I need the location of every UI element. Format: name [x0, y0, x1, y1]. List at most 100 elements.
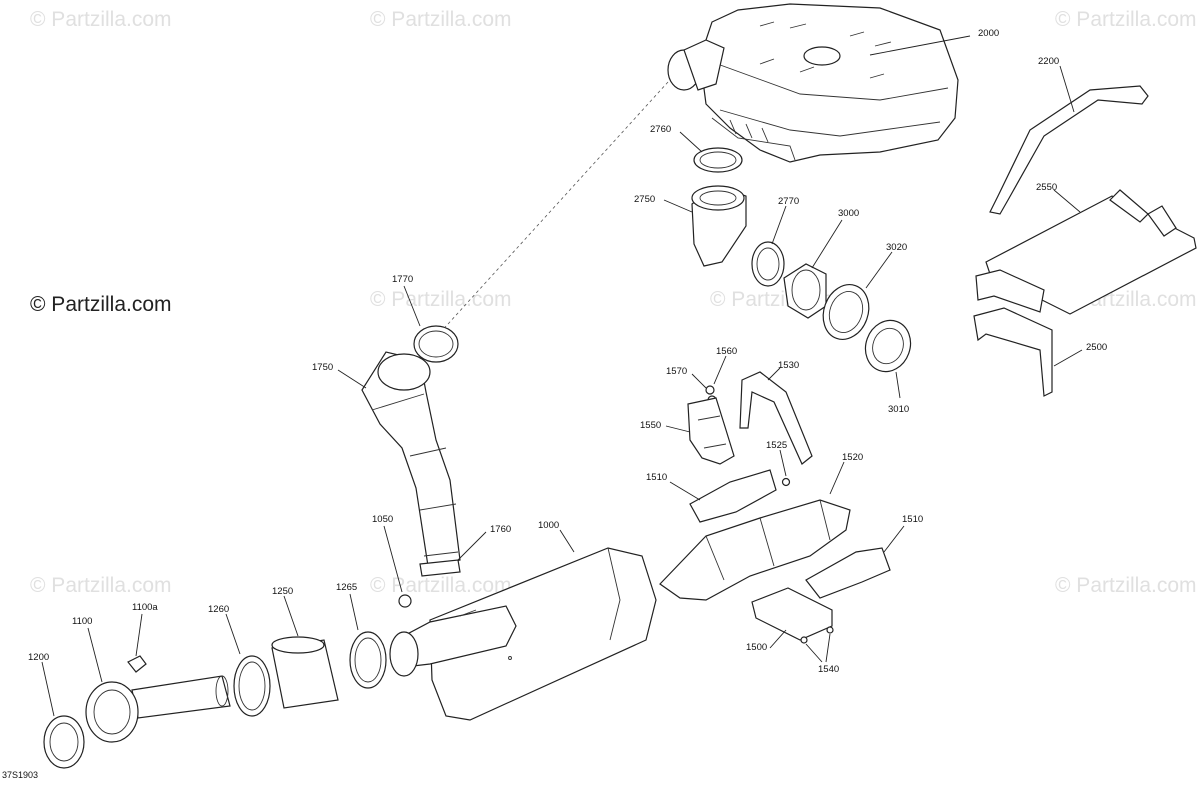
part-tube[interactable]: [131, 675, 231, 719]
part-strap-1530[interactable]: [739, 371, 813, 465]
watermark-text: © Partzilla.com: [370, 574, 512, 597]
part-gasket-3020[interactable]: [816, 278, 876, 346]
callout-1200: 1200: [28, 652, 49, 663]
leader-line: [457, 531, 487, 561]
part-clamp-1260[interactable]: [233, 655, 271, 717]
part-elbow-2750[interactable]: [691, 185, 747, 267]
callout-1000: 1000: [538, 520, 559, 531]
part-clamp-1770[interactable]: [413, 325, 459, 363]
leader-line: [805, 633, 831, 663]
callout-1750: 1750: [312, 362, 333, 373]
callout-1250: 1250: [272, 586, 293, 597]
callout-1100: 1100: [72, 616, 92, 627]
leader-line: [769, 629, 787, 649]
leader-line: [779, 449, 787, 477]
leader-line: [1059, 65, 1075, 113]
callout-1260: 1260: [208, 604, 229, 615]
part-plate-1500[interactable]: [751, 587, 833, 641]
part-air-box[interactable]: [667, 3, 959, 163]
callout-1510a: 1510: [646, 472, 667, 483]
part-bracket-1510[interactable]: [805, 547, 891, 599]
callout-1550: 1550: [640, 420, 661, 431]
leader-line: [663, 199, 693, 213]
leader-line: [811, 219, 843, 269]
leader-line: [713, 355, 727, 385]
leader-line: [865, 251, 893, 289]
part-ring-3010[interactable]: [858, 314, 917, 378]
leader-line: [883, 525, 905, 553]
callout-2200: 2200: [1038, 56, 1059, 67]
part-screw-1525[interactable]: [781, 477, 791, 487]
leader-line: [41, 661, 55, 717]
leader-line: [665, 425, 691, 433]
part-fitting-1100a[interactable]: [127, 655, 147, 673]
callout-1510b: 1510: [902, 514, 923, 525]
part-clamp-1265[interactable]: [349, 631, 387, 689]
part-sleeve-1250[interactable]: [271, 636, 339, 709]
callout-1540: 1540: [818, 664, 839, 675]
leader-line: [895, 371, 901, 399]
part-heat-shield-1520[interactable]: [659, 499, 851, 601]
callout-2760: 2760: [650, 124, 671, 135]
callout-1265: 1265: [336, 582, 357, 593]
leader-line: [383, 525, 403, 593]
watermark-text: © Partzilla.com: [30, 574, 172, 597]
callout-2500: 2500: [1086, 342, 1107, 353]
callout-3010: 3010: [888, 404, 909, 415]
watermark-text: © Partzilla.com: [1055, 8, 1197, 31]
leader-line: [691, 373, 707, 389]
callout-3020: 3020: [886, 242, 907, 253]
part-nut-1050[interactable]: [398, 594, 412, 608]
callout-1530: 1530: [778, 360, 799, 371]
part-clamp-1200[interactable]: [43, 715, 85, 769]
part-bracket-2500[interactable]: [973, 269, 1053, 397]
leader-line: [829, 461, 845, 495]
callout-1050: 1050: [372, 514, 393, 525]
callout-3000: 3000: [838, 208, 859, 219]
part-clamp-2760[interactable]: [693, 147, 743, 173]
watermark-text: © Partzilla.com: [30, 8, 172, 31]
callout-2770: 2770: [778, 196, 799, 207]
leader-line: [767, 367, 781, 381]
callout-1500: 1500: [746, 642, 767, 653]
part-heat-shield-1510[interactable]: [689, 469, 777, 523]
leader-line: [87, 627, 103, 683]
part-coupler-1100[interactable]: [85, 681, 139, 743]
part-muffler-1000[interactable]: [389, 547, 657, 721]
leader-line: [669, 481, 701, 501]
part-intake-pipe-1750[interactable]: [361, 351, 461, 567]
callout-2550: 2550: [1036, 182, 1057, 193]
leader-line: [225, 613, 241, 655]
assembly-guide-line: [437, 81, 669, 336]
callout-1760: 1760: [490, 524, 511, 535]
callout-2750: 2750: [634, 194, 655, 205]
callout-1570: 1570: [666, 366, 687, 377]
leader-line: [349, 593, 359, 631]
watermark-text: © Partzilla.com: [370, 288, 512, 311]
leader-line: [1053, 189, 1081, 213]
callout-1100a: 1100a: [132, 602, 158, 613]
watermark-text: © Partzilla.com: [370, 8, 512, 31]
leader-line: [869, 35, 971, 56]
watermark-layer: © Partzilla.com © Partzilla.com © Partzi…: [30, 8, 1197, 597]
diagram-code: 37S1903: [2, 770, 38, 780]
leader-line: [337, 369, 367, 389]
leader-line: [283, 595, 299, 637]
leader-line: [1053, 349, 1083, 367]
part-screws-1540[interactable]: [800, 626, 834, 644]
callout-1770: 1770: [392, 274, 413, 285]
leader-line: [559, 529, 575, 553]
part-strap-2200[interactable]: [989, 85, 1149, 215]
part-clamp-1760[interactable]: [419, 559, 461, 577]
leader-line: [135, 613, 143, 657]
callout-1560: 1560: [716, 346, 737, 357]
leader-line: [679, 131, 703, 153]
watermark-main: © Partzilla.com: [30, 293, 172, 316]
leader-line: [403, 285, 421, 327]
callout-2000: 2000: [978, 28, 999, 39]
callout-1520: 1520: [842, 452, 863, 463]
part-bracket-1550[interactable]: [687, 397, 735, 465]
part-clamp-2770[interactable]: [751, 241, 785, 287]
callout-1525: 1525: [766, 440, 787, 451]
